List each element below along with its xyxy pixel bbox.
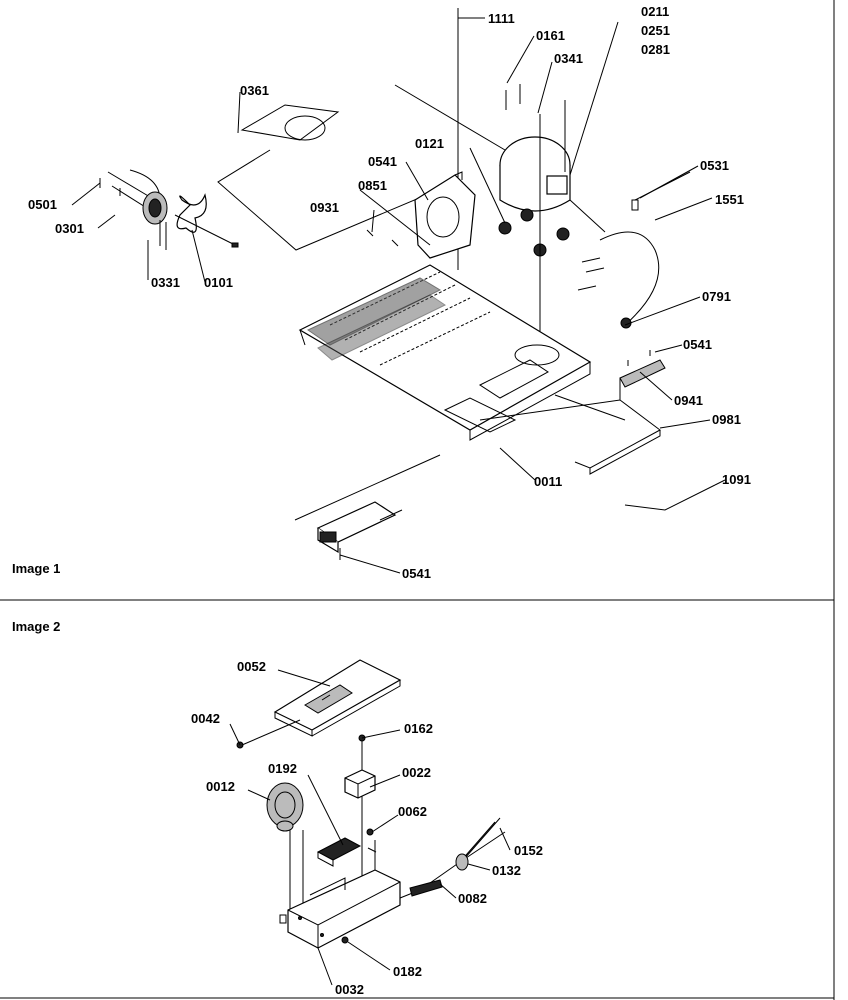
base-pan-bracket xyxy=(443,397,517,433)
screw-0182 xyxy=(341,936,349,944)
callout-0251: 0251 xyxy=(641,23,670,38)
image-2-drawing xyxy=(236,659,506,949)
grommet-b xyxy=(556,227,570,241)
control-terminal xyxy=(319,531,337,543)
callout-0152: 0152 xyxy=(514,843,543,858)
fan-nut xyxy=(231,242,239,248)
callout-0022: 0022 xyxy=(402,765,431,780)
coil-loop xyxy=(284,115,326,141)
callout-0052: 0052 xyxy=(237,659,266,674)
part-1091-wire xyxy=(624,484,716,511)
part-1111-tube xyxy=(411,7,458,82)
part-0012-motor xyxy=(266,782,304,828)
callout-0981: 0981 xyxy=(712,412,741,427)
base-pan-grille-1 xyxy=(306,277,442,346)
callout-0281: 0281 xyxy=(641,42,670,57)
housing-inner xyxy=(309,877,346,896)
callout-0192: 0192 xyxy=(268,761,297,776)
part-0941-bracket xyxy=(619,359,666,388)
callout-0042: 0042 xyxy=(191,711,220,726)
image-1-drawing xyxy=(71,6,726,574)
control-wire xyxy=(379,509,403,521)
callout-0541-bottom: 0541 xyxy=(402,566,431,581)
screw-0042-guide xyxy=(241,719,301,746)
part-0152-wire xyxy=(399,831,506,899)
callout-0121: 0121 xyxy=(415,136,444,151)
callout-0162: 0162 xyxy=(404,721,433,736)
screws-0931 xyxy=(366,229,399,247)
callout-0161: 0161 xyxy=(536,28,565,43)
part-0192-plate xyxy=(316,837,362,861)
callout-0062: 0062 xyxy=(398,804,427,819)
fastener-0062 xyxy=(366,828,374,836)
callout-0791: 0791 xyxy=(702,289,731,304)
callout-0541-shroud: 0541 xyxy=(368,154,397,169)
cover-window xyxy=(304,684,353,714)
base-pan-grille-2 xyxy=(317,294,447,361)
part-0022-relay xyxy=(344,769,376,799)
callout-0501: 0501 xyxy=(28,197,57,212)
panel-1-caption: Image 1 xyxy=(12,561,60,576)
part-0101-fan-blade xyxy=(176,193,207,233)
grommet-0121 xyxy=(498,221,512,235)
callout-0032: 0032 xyxy=(335,982,364,997)
harness-guides xyxy=(569,171,691,233)
callouts-image-2: 0052 0042 0162 0022 0012 0192 0062 0152 … xyxy=(191,659,543,997)
part-1551-harness xyxy=(599,231,660,326)
control-guides xyxy=(294,454,441,560)
callout-0941: 0941 xyxy=(674,393,703,408)
callout-1551: 1551 xyxy=(715,192,744,207)
fan-shaft-guide xyxy=(174,214,236,246)
part-0361-coil xyxy=(240,104,340,141)
callout-0132: 0132 xyxy=(492,863,521,878)
bracket-screws xyxy=(627,350,651,366)
callout-0301: 0301 xyxy=(55,221,84,236)
compressor-relay xyxy=(546,175,568,195)
part-0032-housing xyxy=(287,869,401,949)
callout-0931: 0931 xyxy=(310,200,339,215)
base-pan-edges xyxy=(299,329,591,441)
callouts-image-1: 1111 0161 0211 0251 0281 0341 0361 0121 … xyxy=(28,4,751,581)
callout-0082: 0082 xyxy=(458,891,487,906)
base-pan-plate xyxy=(478,359,549,399)
callout-0851: 0851 xyxy=(358,178,387,193)
part-0531-clip xyxy=(631,199,639,211)
leaders-image-2 xyxy=(229,669,511,986)
callout-0331: 0331 xyxy=(151,275,180,290)
motor-hub xyxy=(276,820,294,832)
part-0132-grommet xyxy=(455,853,469,871)
callout-0211: 0211 xyxy=(641,4,669,19)
motor-leads xyxy=(159,220,167,250)
part-0981-shelf xyxy=(479,399,661,469)
part-0541-shroud xyxy=(414,174,476,259)
screws-0501 xyxy=(99,178,121,196)
callout-0341: 0341 xyxy=(554,51,583,66)
callout-0541-right: 0541 xyxy=(683,337,712,352)
callout-0182: 0182 xyxy=(393,964,422,979)
callout-0012: 0012 xyxy=(206,779,235,794)
part-0082-sleeve xyxy=(409,879,443,897)
shroud-opening xyxy=(426,196,460,238)
harness-connectors xyxy=(577,257,605,291)
callout-0101: 0101 xyxy=(204,275,233,290)
callout-0361: 0361 xyxy=(240,83,269,98)
screws-0161 xyxy=(505,84,566,134)
shelf-link xyxy=(554,394,626,421)
shroud-tab xyxy=(454,171,463,180)
callout-0531: 0531 xyxy=(700,158,729,173)
callout-0011: 0011 xyxy=(534,474,562,489)
grommet-a xyxy=(520,208,534,222)
guides-0022 xyxy=(361,740,376,890)
leaders-image-1 xyxy=(71,17,726,574)
callout-1091: 1091 xyxy=(722,472,751,487)
panel-2-caption: Image 2 xyxy=(12,619,60,634)
callout-1111: 1111 xyxy=(488,11,515,26)
